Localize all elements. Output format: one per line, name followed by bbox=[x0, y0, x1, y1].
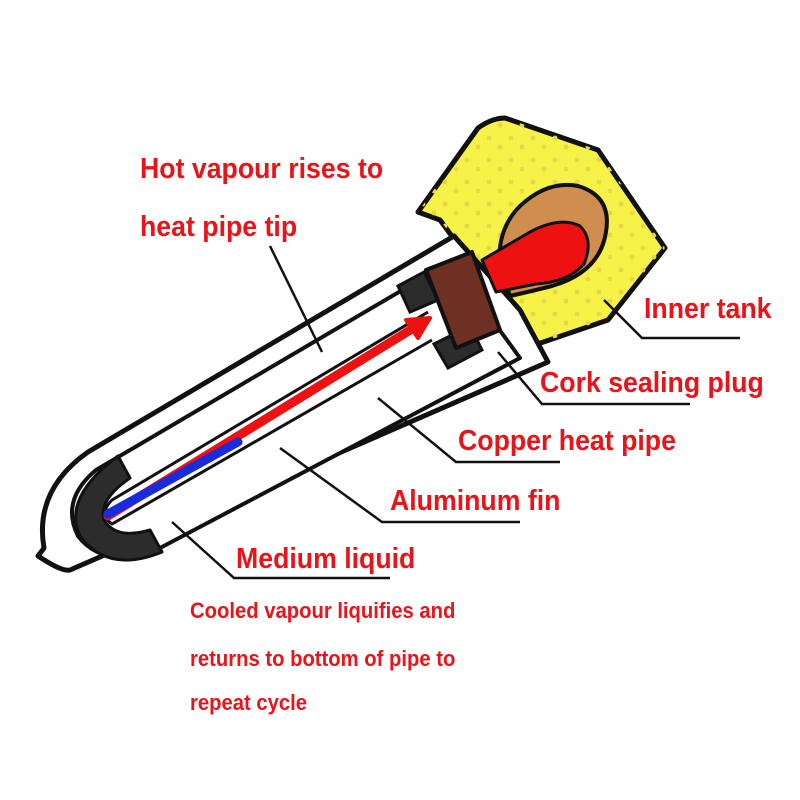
leader-copper-pipe bbox=[377, 397, 560, 464]
label-copper-heat-pipe: Copper heat pipe bbox=[458, 425, 676, 457]
label-aluminum-fin: Aluminum fin bbox=[390, 485, 561, 517]
leader-aluminum-fin bbox=[279, 446, 520, 524]
leader-lines bbox=[171, 245, 740, 580]
label-hot-vapour-line2: heat pipe tip bbox=[140, 211, 298, 243]
leader-medium-liquid bbox=[171, 521, 390, 580]
label-cooled-line3: repeat cycle bbox=[190, 690, 308, 715]
condenser-bulb bbox=[480, 182, 609, 298]
label-cooled-line2: returns to bottom of pipe to bbox=[190, 646, 456, 671]
label-medium-liquid: Medium liquid bbox=[236, 543, 416, 575]
cork-sealing-plug bbox=[424, 250, 502, 350]
label-inner-tank: Inner tank bbox=[644, 293, 772, 325]
cold-return-arrow bbox=[103, 437, 243, 519]
label-cork-sealing-plug: Cork sealing plug bbox=[540, 367, 764, 399]
leader-cork-plug bbox=[497, 351, 690, 406]
medium-liquid-shape bbox=[74, 454, 164, 562]
hot-vapour-arrowhead bbox=[404, 316, 432, 340]
leader-inner-tank bbox=[603, 299, 740, 340]
leader-hot-vapour bbox=[268, 245, 324, 353]
label-hot-vapour-line1: Hot vapour rises to bbox=[140, 153, 384, 185]
label-cooled-line1: Cooled vapour liquifies and bbox=[190, 598, 456, 623]
